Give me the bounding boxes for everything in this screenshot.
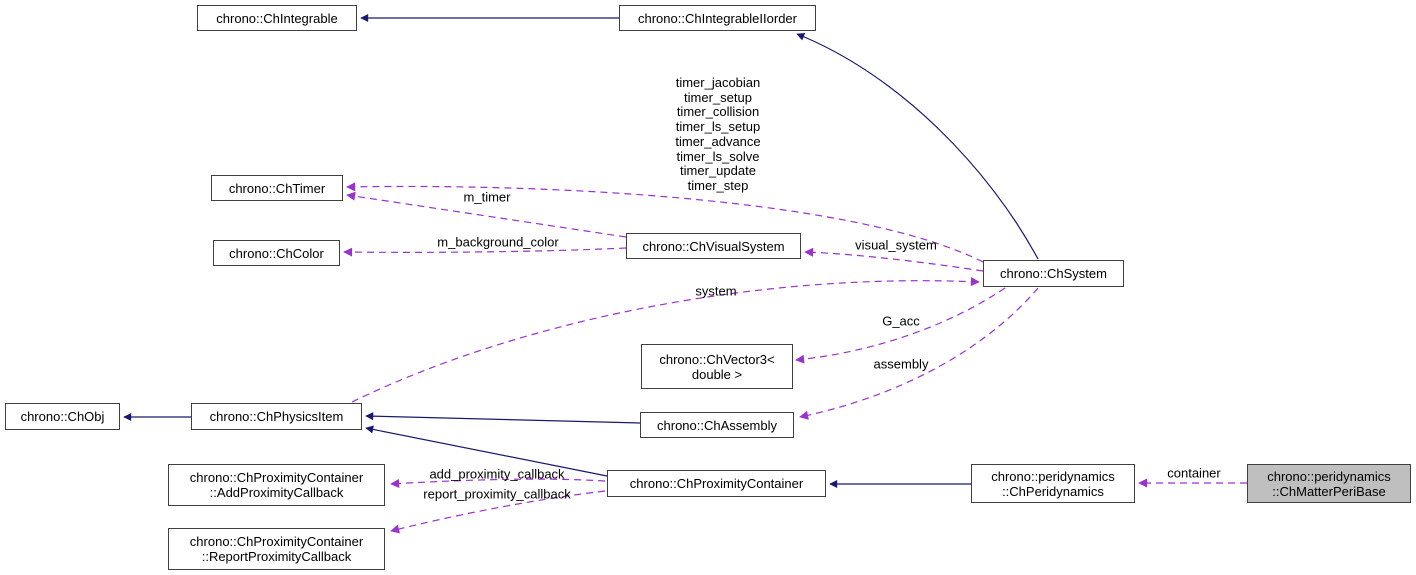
class-node-label: double > xyxy=(691,366,743,382)
class-node-label: chrono::ChTimer xyxy=(228,180,326,196)
class-node-chassembly[interactable]: chrono::ChAssembly xyxy=(640,412,794,438)
class-node-label: chrono::ChVector3< xyxy=(659,351,775,367)
class-node-chcolor[interactable]: chrono::ChColor xyxy=(213,240,340,266)
class-node-addproximitycallback[interactable]: chrono::ChProximityContainer::AddProximi… xyxy=(168,464,385,506)
class-node-reportproximitycallback[interactable]: chrono::ChProximityContainer::ReportProx… xyxy=(168,528,385,570)
class-node-label: ::ChMatterPeriBase xyxy=(1272,483,1386,499)
edge-inherit-chassembly-to-chphysicsitem xyxy=(365,412,641,424)
class-node-label: chrono::ChProximityContainer xyxy=(629,476,804,491)
class-node-label: chrono::ChColor xyxy=(229,245,324,261)
class-node-label: chrono::ChProximityContainer xyxy=(189,534,364,549)
class-node-label: chrono::peridynamics xyxy=(1267,468,1391,484)
edge-inherit-chproximitycontainer-to-chphysicsitem xyxy=(365,425,608,477)
edge-usage-chproximitycontainer-to-addproximitycallback xyxy=(390,478,606,489)
class-node-chtimer[interactable]: chrono::ChTimer xyxy=(211,175,343,201)
class-node-chvector3-double[interactable]: chrono::ChVector3<double > xyxy=(641,344,793,389)
class-node-label: chrono::ChPhysicsItem xyxy=(209,409,344,424)
class-node-label: ::ChPeridynamics xyxy=(1002,483,1104,499)
class-node-label: ::AddProximityCallback xyxy=(209,485,344,500)
edge-usage-chsystem-assembly-to-chassembly xyxy=(799,287,1039,420)
edge-usage-chsystem-gacc-to-chvector3 xyxy=(795,287,1006,364)
class-node-label: chrono::ChVisualSystem xyxy=(642,238,785,254)
class-node-label: chrono::ChSystem xyxy=(1000,266,1107,281)
class-node-chobj[interactable]: chrono::ChObj xyxy=(5,403,120,430)
class-node-label: chrono::ChIntegrableIIorder xyxy=(638,10,797,26)
class-node-chintegrable[interactable]: chrono::ChIntegrable xyxy=(197,5,357,31)
edge-usage-chsystem-visualsystem-to-chvisualsystem xyxy=(804,247,984,272)
edge-inherit-chsystem-to-chintegrableiiorder xyxy=(796,32,1039,260)
class-node-chintegrable-ii-order[interactable]: chrono::ChIntegrableIIorder xyxy=(619,5,816,31)
class-node-label: chrono::ChIntegrable xyxy=(216,10,338,26)
class-node-chphysicsitem[interactable]: chrono::ChPhysicsItem xyxy=(191,403,362,430)
class-node-chvisualsystem[interactable]: chrono::ChVisualSystem xyxy=(626,233,801,259)
class-node-label: ::ReportProximityCallback xyxy=(201,549,352,564)
edge-usage-chvisualsystem-mtimer-to-chtimer xyxy=(346,191,627,238)
class-node-label: chrono::ChProximityContainer xyxy=(189,470,364,485)
class-node-chproximitycontainer[interactable]: chrono::ChProximityContainer xyxy=(607,470,826,497)
class-node-chsystem[interactable]: chrono::ChSystem xyxy=(983,260,1124,287)
class-node-label: chrono::peridynamics xyxy=(991,468,1115,484)
edge-usage-chvisualsystem-background-to-chcolor xyxy=(343,247,627,257)
edge-usage-chproximitycontainer-to-reportproximitycallback xyxy=(390,490,606,534)
class-node-chperidynamics[interactable]: chrono::peridynamics::ChPeridynamics xyxy=(971,464,1135,503)
edge-usage-chsystem-timers-to-chtimer xyxy=(346,182,984,263)
class-node-chmatterperibase: chrono::peridynamics::ChMatterPeriBase xyxy=(1247,464,1411,503)
class-node-label: chrono::ChObj xyxy=(20,409,105,424)
class-node-label: chrono::ChAssembly xyxy=(657,417,777,433)
